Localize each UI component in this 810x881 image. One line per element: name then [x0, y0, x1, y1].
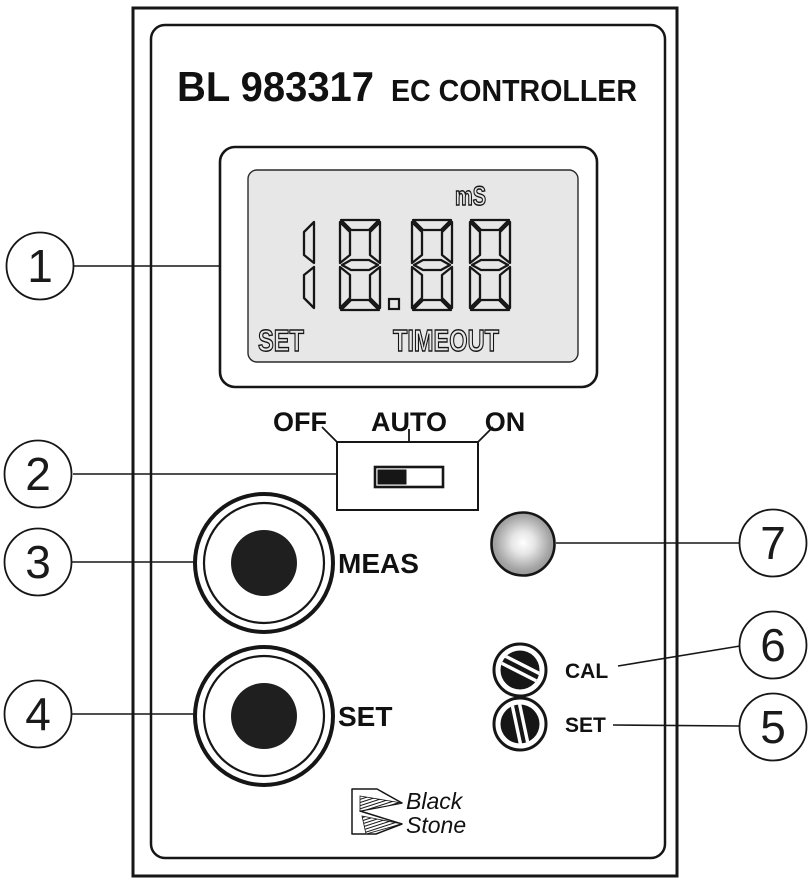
meas-button-label: MEAS [338, 548, 419, 579]
cal-led-label: CAL [565, 660, 608, 683]
meas-button-inner-ring [202, 501, 326, 625]
callout-number-5: 5 [760, 701, 786, 753]
dosing-led-indicator [490, 511, 556, 577]
callout-number-3: 3 [25, 536, 51, 588]
switch-label-on: ON [485, 407, 526, 437]
callout-number-1: 1 [27, 240, 53, 292]
lcd-unit-label: mS [455, 181, 486, 211]
callout-circle-4 [3, 679, 73, 749]
on-tick-mark [477, 426, 494, 443]
off-tick-mark [321, 426, 338, 443]
set-button-label: SET [338, 701, 392, 732]
switch-label-off: OFF [273, 407, 327, 437]
set-button[interactable] [193, 645, 335, 787]
callout-circle-1 [5, 231, 75, 301]
callout-leader-lines [72, 265, 741, 727]
set-led-indicator [492, 696, 548, 752]
callout-circle-7 [738, 508, 808, 578]
callout-balloons: 1 2 3 4 7 6 5 [3, 231, 808, 762]
callout-circle-3 [3, 527, 73, 597]
device-type-title: EC CONTROLLER [391, 73, 637, 108]
callout-number-4: 4 [25, 688, 51, 740]
lcd-seven-segment-value [302, 218, 512, 312]
lcd-timeout-annunciator: TIMEOUT [393, 323, 499, 358]
callout-number-2: 2 [25, 448, 51, 500]
callout-number-6: 6 [760, 619, 786, 671]
set-led-label: SET [565, 714, 606, 737]
logo-hatch-upper [359, 795, 403, 812]
blackstone-logo: Black Stone [351, 788, 466, 838]
lcd-screen [247, 169, 579, 363]
logo-text-line2: Stone [406, 812, 466, 838]
leader-line-6 [617, 645, 741, 667]
lcd-display: mS SET TIMEOUT [218, 145, 599, 389]
meas-button-cap[interactable] [231, 530, 297, 596]
callout-circle-5 [738, 692, 808, 762]
switch-slider-knob[interactable] [377, 469, 407, 485]
callout-circle-2 [3, 439, 73, 509]
cal-led-indicator [492, 642, 548, 698]
lcd-set-annunciator: SET [258, 323, 304, 358]
leader-line-5 [612, 724, 740, 727]
set-button-cap[interactable] [231, 683, 297, 749]
device-model-title: BL 983317 [177, 63, 374, 110]
callout-circle-6 [738, 610, 808, 680]
callout-number-7: 7 [760, 517, 786, 569]
meas-button[interactable] [193, 492, 335, 634]
logo-hatch-lower [361, 815, 403, 835]
set-button-inner-ring [202, 654, 326, 778]
set-led-lens [500, 704, 540, 744]
mode-switch: OFF AUTO ON [273, 407, 526, 511]
logo-text-line1: Black [406, 788, 464, 814]
